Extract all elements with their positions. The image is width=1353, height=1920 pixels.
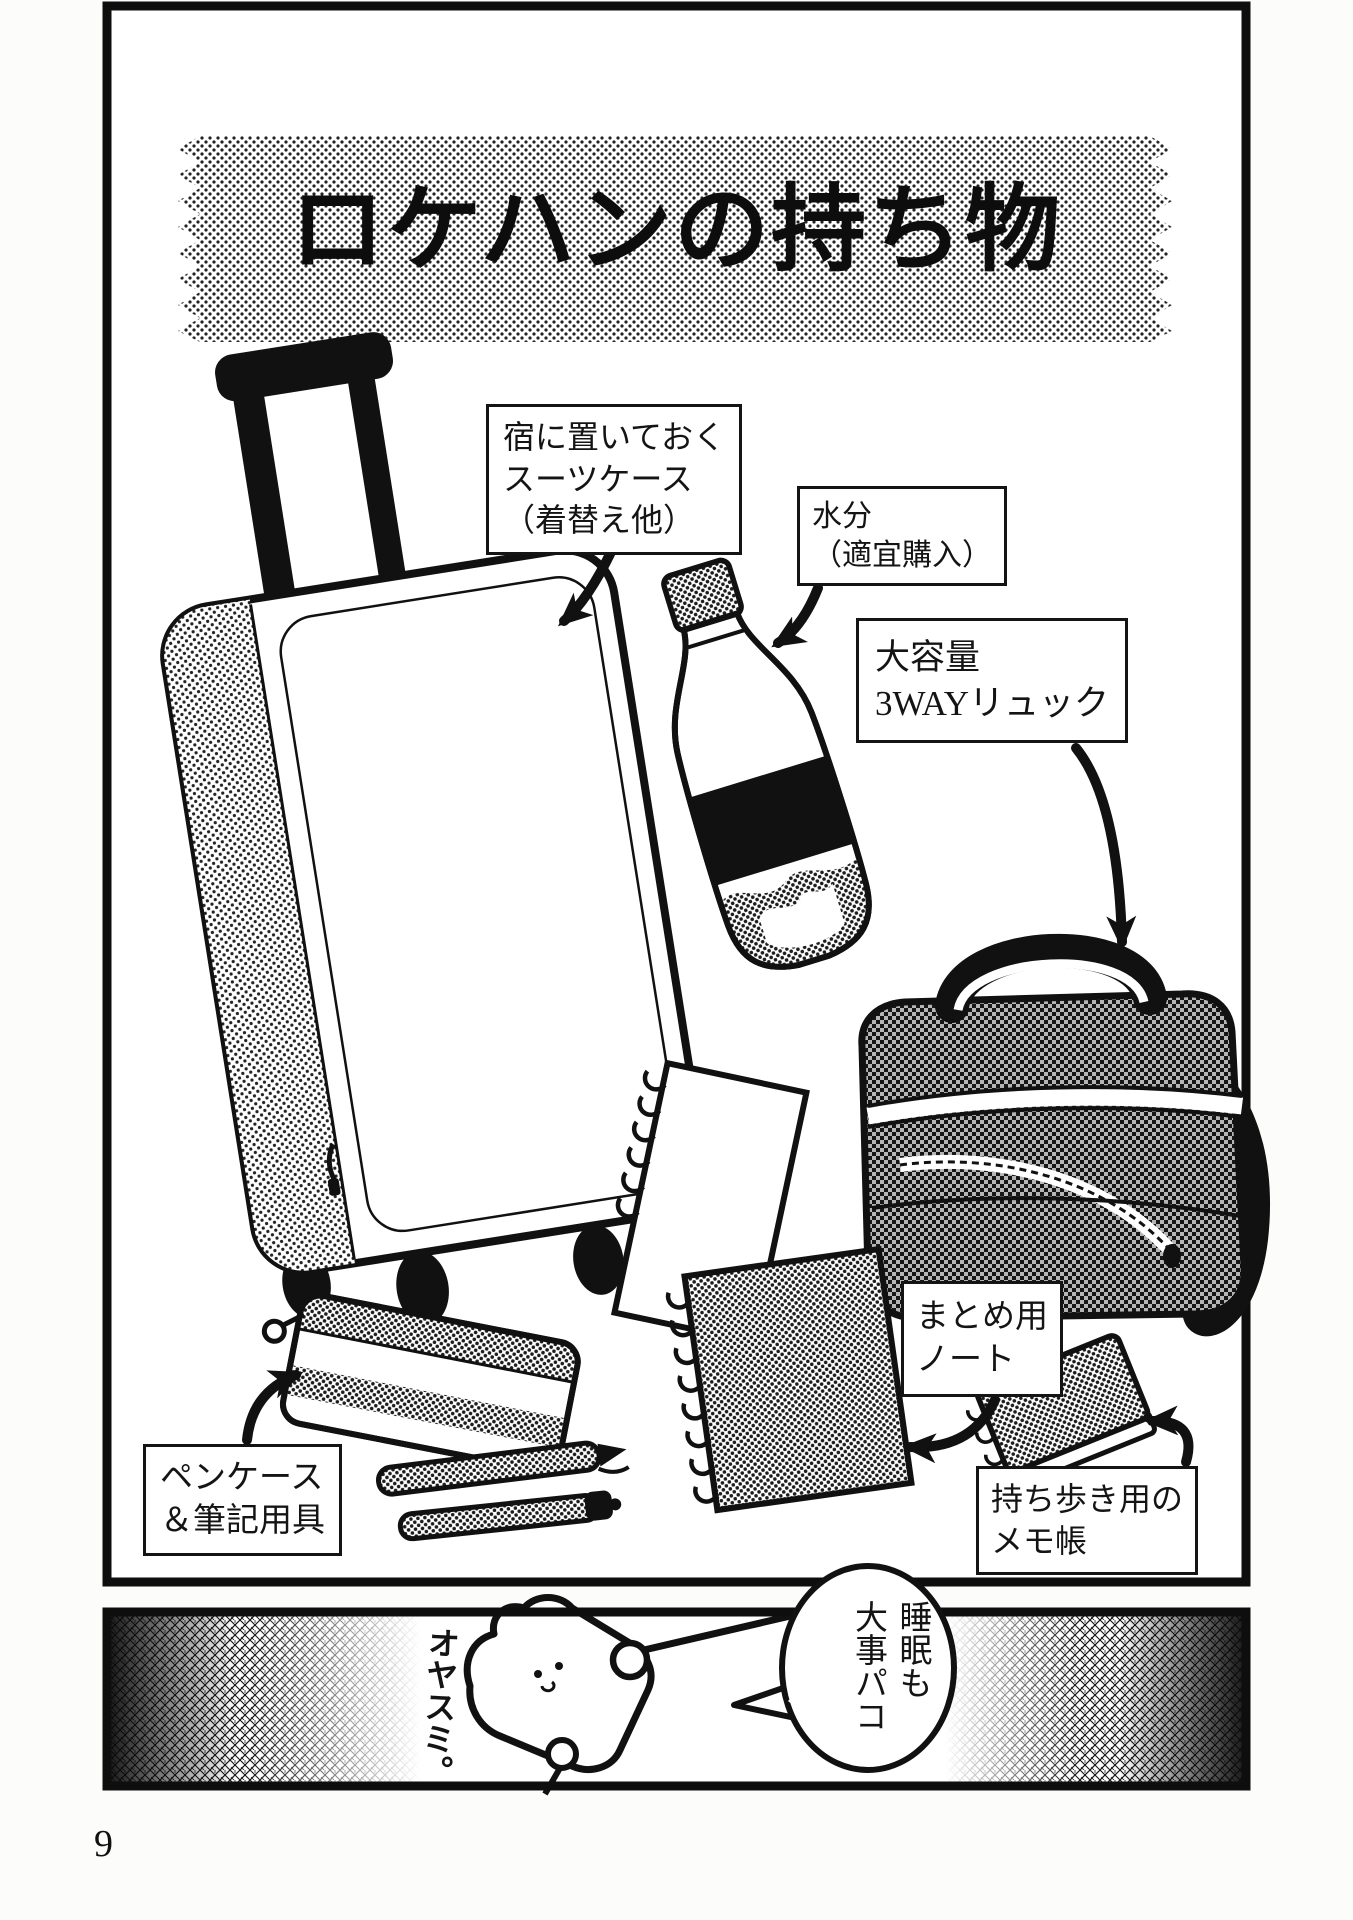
futon-button-top — [609, 1639, 651, 1681]
pen-illustration — [375, 1440, 630, 1497]
annotation-arrows — [242, 545, 1194, 1467]
backpack-label: 大容量 3WAYリュック — [856, 618, 1128, 743]
arrow-to-pen-case — [242, 1370, 304, 1445]
water-label: 水分 （適宜購入） — [797, 486, 1007, 586]
arrow-to-bottle — [771, 583, 823, 648]
pen-case-illustration — [261, 1292, 582, 1474]
character-eye — [534, 1670, 542, 1678]
spiral-notebook-gray — [666, 1245, 915, 1514]
pen-illustration-2 — [397, 1490, 622, 1542]
arrow-to-backpack — [1071, 743, 1137, 950]
summary-notebook-label: まとめ用 ノート — [901, 1281, 1063, 1397]
character-eye — [555, 1662, 563, 1670]
memo-pad-label: 持ち歩き用の メモ帳 — [976, 1466, 1199, 1576]
arrow-to-gray-notebook — [902, 1395, 1000, 1464]
backpack-illustration — [858, 933, 1271, 1337]
handwritten-goodnight-text: オヤスミ。 — [415, 1625, 462, 1788]
speech-bubble-text: 睡眠も 大事パコ — [849, 1600, 930, 1732]
arrow-to-suitcase — [557, 545, 617, 627]
suitcase-label: 宿に置いておく スーツケース （着替え他） — [486, 404, 743, 555]
sleeping-character — [463, 1594, 655, 1773]
arrow-to-memo-pad — [1144, 1405, 1194, 1467]
page-number: 9 — [94, 1823, 113, 1865]
title-banner-tape — [178, 136, 1172, 342]
speech-bubble — [731, 1563, 957, 1773]
character-mouth — [540, 1680, 556, 1693]
bottom-panel — [102, 1587, 1251, 1796]
futon-button-bottom — [545, 1737, 579, 1771]
water-bottle-illustration — [661, 557, 884, 982]
page-title: ロケハンの持ち物 — [289, 177, 1063, 283]
pen-case-label: ペンケース ＆筆記用具 — [143, 1444, 342, 1556]
